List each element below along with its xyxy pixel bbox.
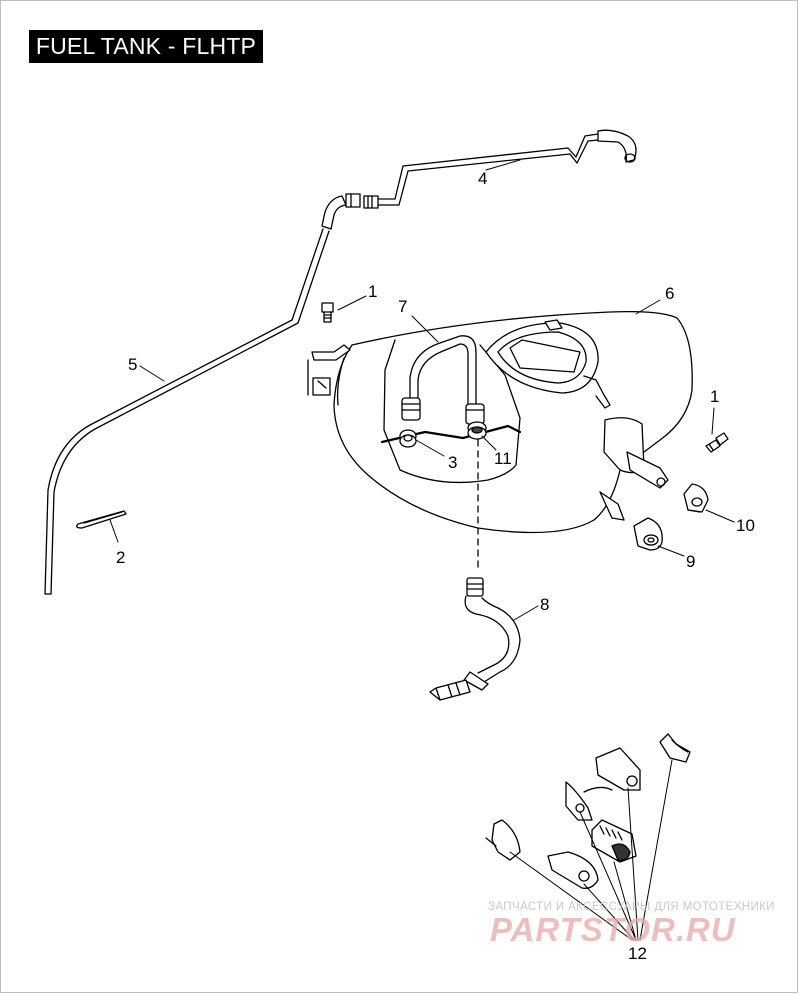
callout-7: 7: [398, 297, 407, 316]
watermark-logo: PARTSTOR.RU: [490, 911, 736, 948]
part-4-vent-tube: [363, 129, 637, 209]
callout-12: 12: [628, 944, 647, 963]
part-8-fuel-hose: [429, 577, 521, 701]
part-10-bracket: [683, 483, 709, 513]
callout-6: 6: [665, 284, 674, 303]
part-7-internal-fuel-line: [401, 335, 485, 425]
part-2-clip: [76, 510, 127, 529]
callout-1-right: 1: [710, 387, 719, 406]
part-5-vent-line: [44, 193, 361, 595]
part-6-fuel-tank: [307, 310, 693, 534]
callout-11: 11: [494, 449, 512, 468]
part-9-grommet: [633, 517, 663, 551]
part-1-bolt-right: [705, 432, 729, 453]
callout-2: 2: [116, 548, 125, 567]
diagram-title: FUEL TANK - FLHTP: [29, 30, 263, 63]
callout-9: 9: [686, 552, 695, 571]
part-1-bolt-left: [321, 302, 334, 323]
callout-1-left: 1: [368, 282, 377, 301]
fuel-pump-flange: [485, 319, 611, 409]
callout-10: 10: [736, 516, 755, 535]
callout-4: 4: [478, 169, 487, 188]
watermark-tagline: ЗАПЧАСТИ И АКСЕССУАРЫ ДЛЯ МОТОТЕХНИКИ: [488, 901, 775, 913]
callout-5: 5: [128, 355, 137, 374]
part-3-fitting: [399, 429, 417, 448]
part-11-fitting: [467, 421, 487, 440]
callout-3: 3: [448, 453, 457, 472]
part-12-mount-kit: [485, 733, 691, 889]
callout-8: 8: [540, 595, 549, 614]
leader-lines: [109, 159, 735, 941]
